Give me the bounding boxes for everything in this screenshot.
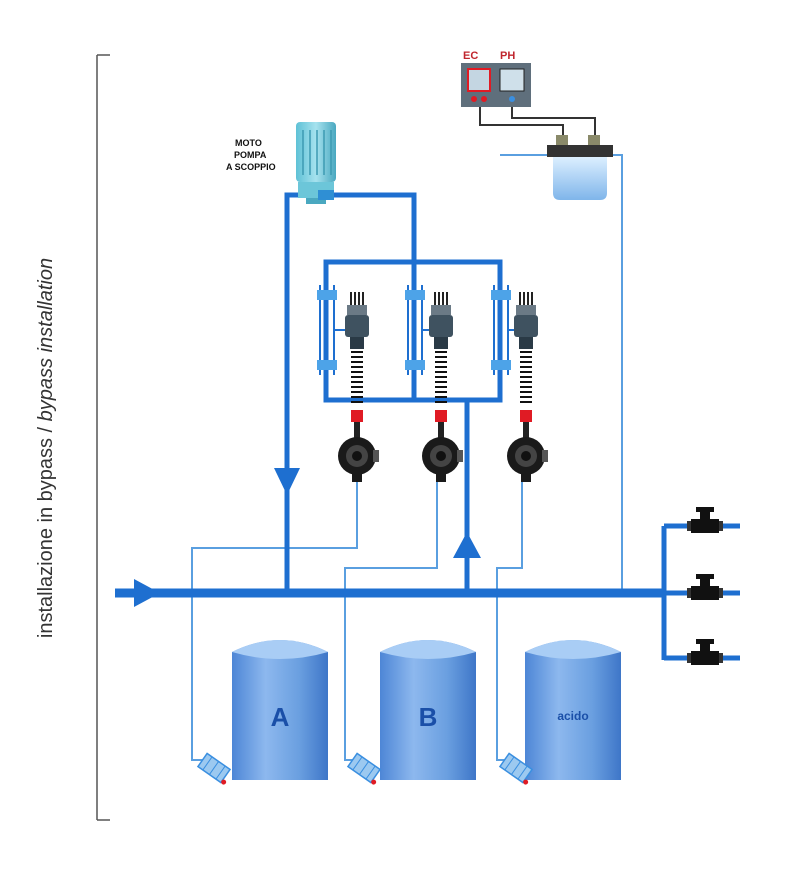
dosing-unit-2: [422, 292, 463, 482]
caption-english: bypass installation: [35, 257, 57, 422]
tank-acido: [525, 640, 621, 780]
down-arrow: [274, 468, 300, 495]
tank-a: [232, 640, 328, 780]
outlet-valve-3: [687, 639, 723, 665]
pump-2: [422, 437, 463, 482]
main-pipeline: [115, 523, 740, 661]
outlet-valve-2: [687, 574, 723, 600]
ph-label: PH: [500, 50, 515, 62]
probe-vessel: [547, 135, 613, 200]
pump-1: [338, 437, 379, 482]
foot-filter-a: [196, 752, 232, 785]
tank-a-label: A: [271, 702, 290, 732]
ec-label: EC: [463, 50, 478, 62]
spring-2: [435, 351, 447, 403]
installation-caption: installazione in bypass / bypass install…: [35, 238, 61, 658]
tank-acido-label: acido: [557, 709, 588, 723]
bypass-loop: [284, 192, 503, 590]
foot-filter-b: [346, 752, 382, 785]
outlet-valve-1: [687, 507, 723, 533]
tank-b-label: B: [419, 702, 438, 732]
dosing-unit-3: [507, 292, 548, 482]
caption-italian: installazione in bypass /: [35, 421, 57, 639]
injector-2: [429, 292, 453, 349]
motor-label-line1: MOTO: [235, 138, 262, 148]
motor-label-line2: POMPA: [234, 150, 267, 160]
spring-1: [351, 351, 363, 403]
bracket: [96, 54, 110, 821]
spring-3: [520, 351, 532, 403]
pump-3: [507, 437, 548, 482]
ec-ph-controller: [461, 63, 531, 107]
motor-label-line3: A SCOPPIO: [226, 162, 276, 172]
up-arrow: [453, 532, 481, 558]
injector-1: [345, 292, 369, 349]
thin-lines: [191, 154, 623, 761]
foot-filter-acido: [498, 752, 534, 785]
dosing-unit-1: [338, 292, 379, 482]
manifold-fittings: [317, 290, 511, 370]
tank-b: [380, 640, 476, 780]
motor-pump: [296, 122, 336, 204]
probe-cables: [479, 107, 596, 138]
injector-3: [514, 292, 538, 349]
